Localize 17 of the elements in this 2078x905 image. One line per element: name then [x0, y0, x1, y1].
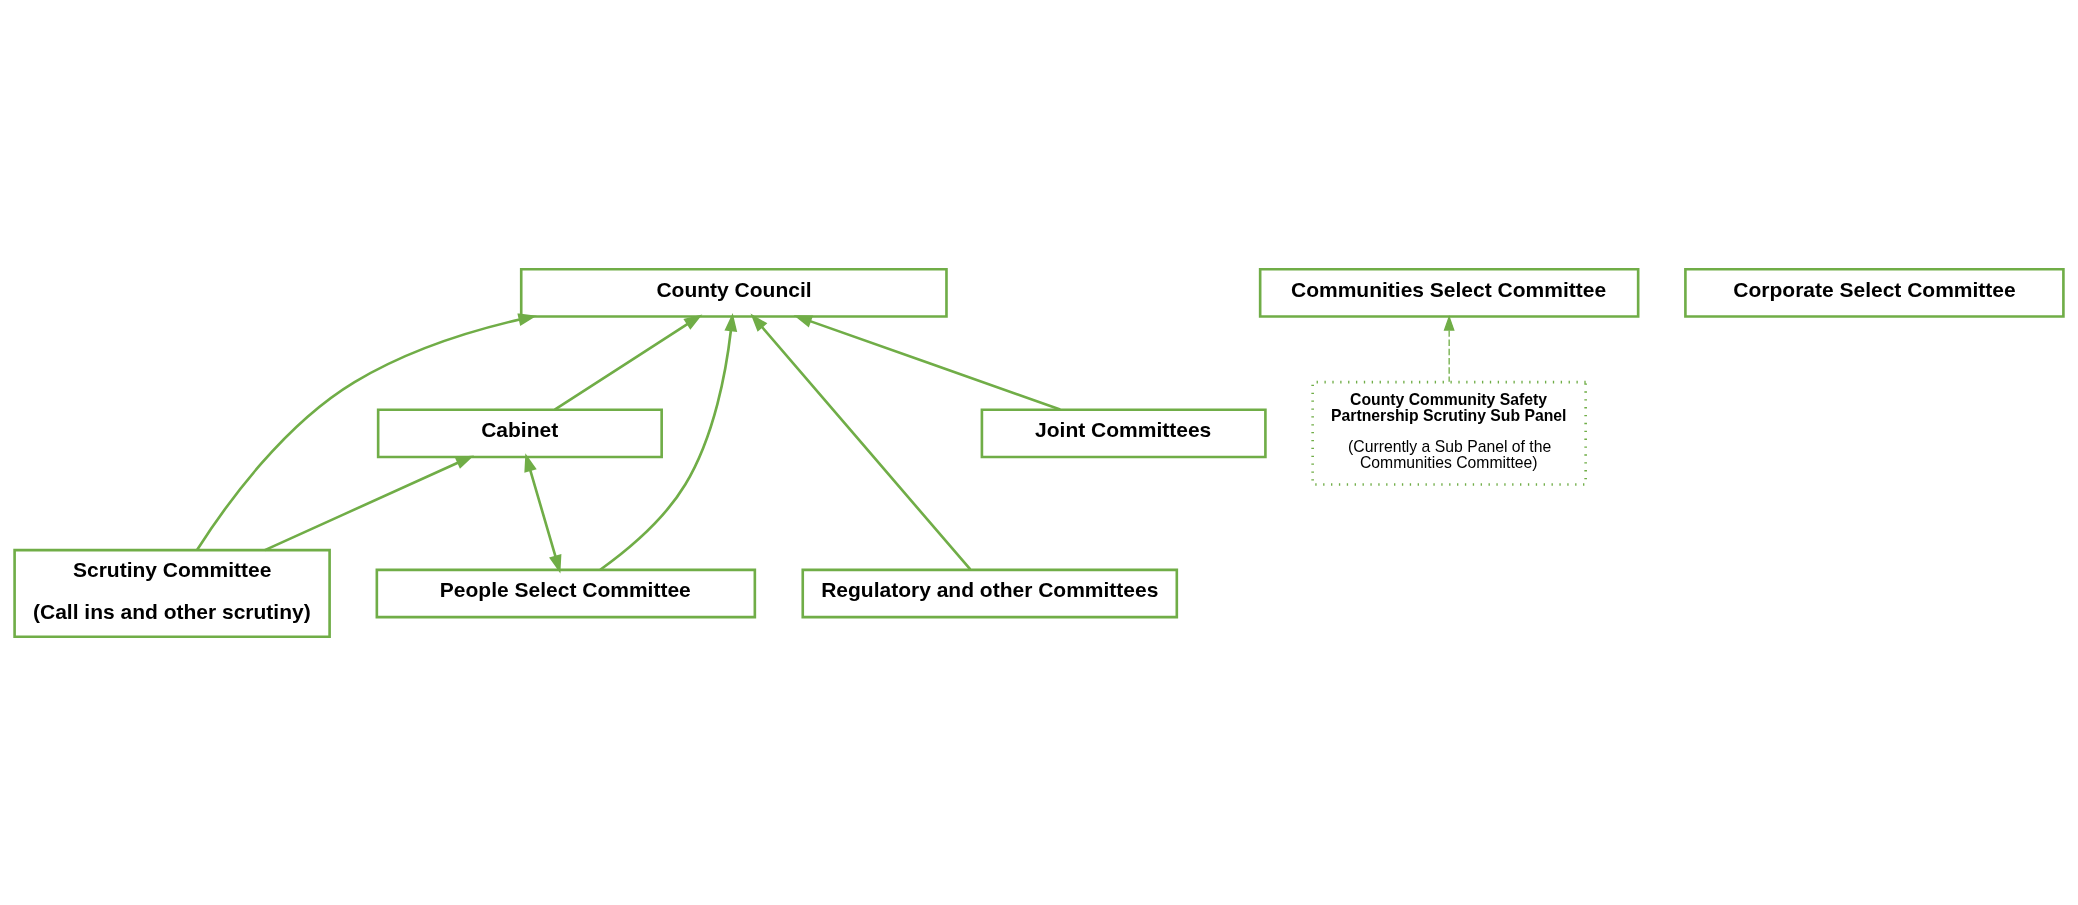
node-box: People Select Committee [375, 568, 757, 618]
node-box: Communities Select Committee [1258, 267, 1640, 318]
node-box: County Council [519, 267, 948, 318]
node-box: Joint Committees [980, 407, 1267, 458]
arrow [1443, 314, 1455, 382]
arrow [524, 452, 562, 573]
node-box: Scrutiny Committee (Call ins and other scrutiny) [13, 548, 331, 638]
node-box: Corporate Select Committee [1684, 267, 2065, 318]
arrow [195, 312, 537, 551]
node-box: Cabinet [376, 407, 663, 458]
arrow [599, 312, 738, 571]
arrow [793, 314, 1061, 411]
arrow [750, 313, 972, 570]
node-box: Regulatory and other Committees [801, 568, 1179, 618]
arrow [554, 313, 703, 411]
node-box: County Community Safety Partnership Scrutiny Sub Panel (Currently a Sub Panel of the Communities Committee) [1311, 380, 1587, 486]
arrow [264, 454, 475, 551]
